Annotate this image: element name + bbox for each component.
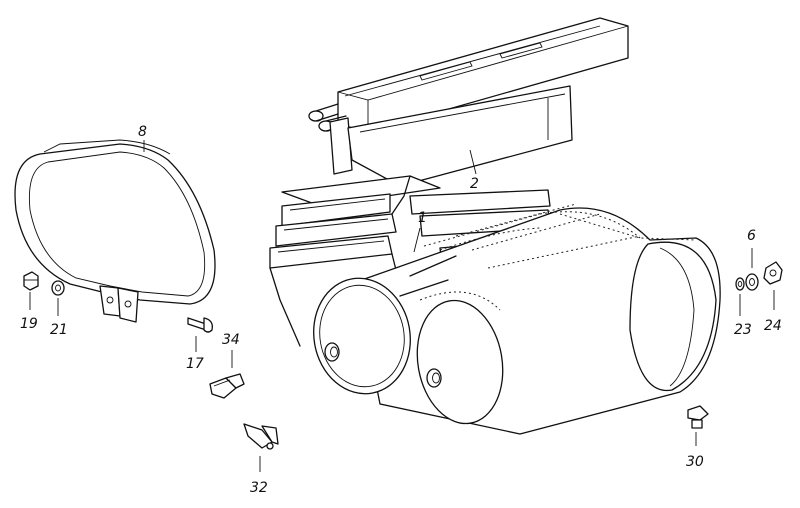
washer-23 xyxy=(735,277,745,316)
callout-17: 17 xyxy=(186,356,204,372)
nut-19 xyxy=(23,271,39,310)
strap-band xyxy=(14,139,216,323)
callout-23: 23 xyxy=(734,322,752,338)
callout-19: 19 xyxy=(20,316,38,332)
elbow-fitting-32 xyxy=(243,423,279,472)
bolt-17 xyxy=(187,317,213,352)
callout-30: 30 xyxy=(686,454,704,470)
callout-2: 2 xyxy=(470,176,479,192)
washer-6 xyxy=(745,248,759,291)
cylinder-tank xyxy=(313,203,721,435)
callout-21: 21 xyxy=(50,322,68,338)
callout-24: 24 xyxy=(764,318,782,334)
washer-21 xyxy=(51,280,65,316)
callout-1: 1 xyxy=(418,210,427,226)
fitting-34 xyxy=(209,350,245,399)
plug-30 xyxy=(687,405,709,446)
callout-34: 34 xyxy=(222,332,240,348)
frame-bracket xyxy=(308,17,629,187)
callout-6: 6 xyxy=(747,228,756,244)
callout-8: 8 xyxy=(138,124,147,140)
nut-24 xyxy=(763,261,783,310)
callout-32: 32 xyxy=(250,480,268,496)
